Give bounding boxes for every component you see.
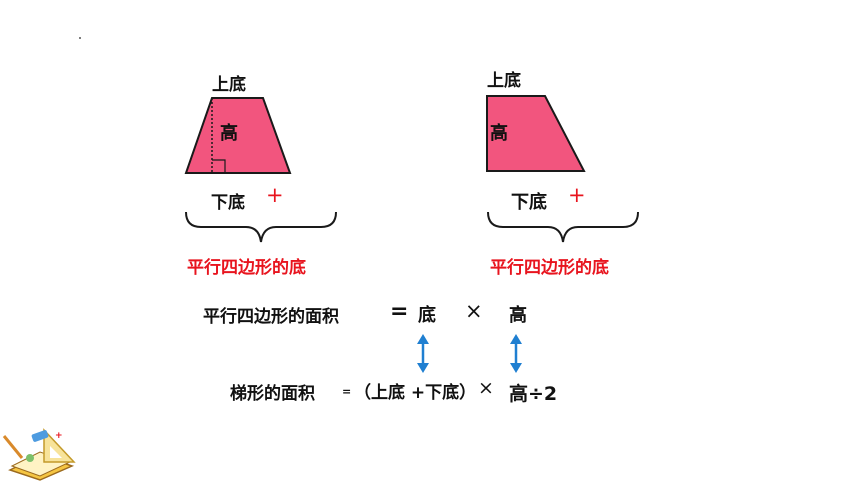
left-height-label: 高 — [220, 123, 238, 144]
svg-text:+: + — [55, 431, 63, 441]
left-right-angle-mark — [212, 159, 226, 173]
left-bottom-base-label: 下底 — [211, 193, 245, 213]
left-brace-caption: 平行四边形的底 — [187, 258, 306, 278]
trapezoid-sum-expression: （上底 +下底） — [354, 383, 477, 403]
right-bottom-base-label: 下底 — [511, 192, 547, 213]
right-curly-brace — [487, 211, 639, 243]
left-curly-brace — [185, 211, 337, 243]
left-trapezoid-shape — [184, 97, 292, 174]
parallelogram-area-label: 平行四边形的面积 — [203, 307, 339, 327]
parallelogram-equals-sign: = — [390, 299, 409, 324]
right-trapezoid-shape — [486, 95, 586, 172]
right-plus-sign: + — [568, 183, 586, 207]
right-height-label: 高 — [490, 123, 508, 144]
tiny-dot — [79, 37, 81, 39]
parallelogram-height-term: 高 — [509, 305, 527, 326]
left-top-base-label: 上底 — [212, 75, 246, 95]
right-brace-caption: 平行四边形的底 — [490, 258, 609, 278]
right-top-base-label: 上底 — [487, 71, 521, 91]
double-headed-arrow-icon — [417, 334, 429, 373]
trapezoid-times-sign: × — [478, 377, 494, 399]
parallelogram-times-sign: × — [465, 299, 483, 323]
parallelogram-base-term: 底 — [418, 305, 436, 326]
double-headed-arrow-icon — [510, 334, 522, 373]
left-plus-sign: + — [266, 183, 284, 207]
trapezoid-equals-sign: = — [342, 385, 352, 398]
stationery-book-ruler-icon: + — [2, 428, 76, 481]
trapezoid-height-div-two: 高÷2 — [509, 383, 558, 405]
trapezoid-area-label: 梯形的面积 — [230, 384, 315, 404]
